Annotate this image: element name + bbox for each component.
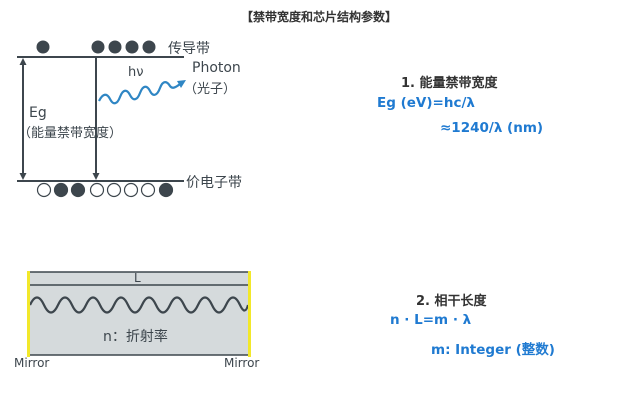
arrow-down-icon [92,173,100,180]
photon-wave [98,81,181,105]
mirror-right [248,271,251,357]
eg-cn-label: （能量禁带宽度） [18,126,123,141]
conduction-electrons [36,40,156,54]
conduction-band-label: 传导带 [168,41,210,57]
page-title: 【禁带宽度和芯片结构参数】 [240,10,397,24]
arrow-up-icon [19,58,27,65]
photon-cn-label: （光子） [184,82,237,97]
mirror-left [27,271,30,357]
section2-heading: 2. 相干长度 [416,294,487,309]
refractive-index-label: n：折射率 [103,329,168,345]
mirror-left-label: Mirror [14,356,50,370]
coherence-formula: n · L=m · λ [390,312,472,328]
integer-note: m: Integer (整数) [431,342,555,358]
arrow-down-icon [19,173,27,180]
section1-heading: 1. 能量禁带宽度 [401,76,498,91]
cavity-diagram [27,271,251,357]
arrow-right-icon [177,80,186,88]
mirror-right-label: Mirror [224,356,260,370]
photon-label: Photon [192,60,241,76]
valence-band-label: 价电子带 [186,175,242,191]
length-label: L [134,271,141,285]
eg-label: Eg [29,105,47,121]
photon-energy-label: hν [128,65,144,80]
standing-wave [29,296,250,314]
valence-states [36,182,174,198]
cavity-body [28,272,249,355]
bandgap-diagram [17,40,186,198]
bandgap-formula: Eg (eV)=hc/λ [377,95,475,111]
bandgap-approximation: ≈1240/λ (nm) [440,120,544,136]
